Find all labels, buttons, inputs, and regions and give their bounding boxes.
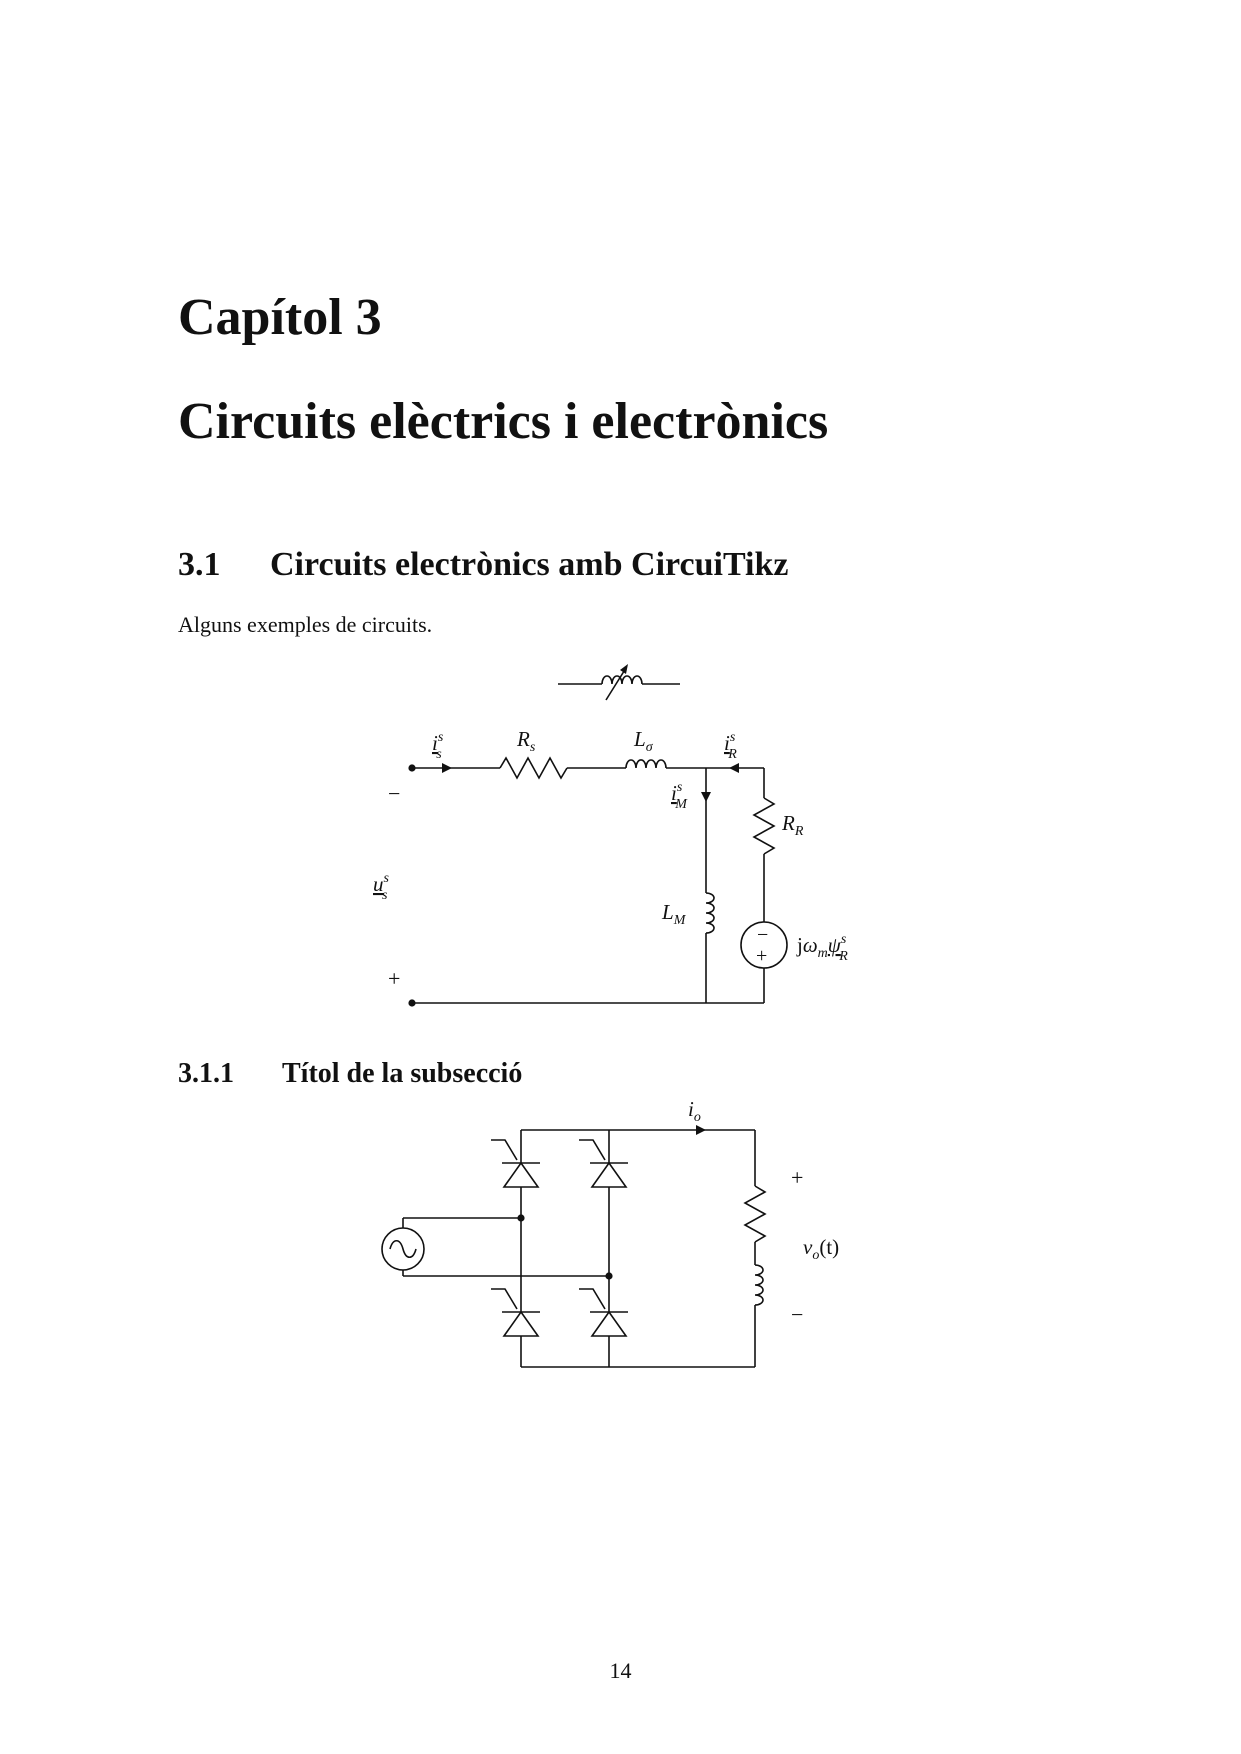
- intro-paragraph: Alguns exemples de circuits.: [178, 612, 433, 637]
- thyristor-bottom-left: [491, 1288, 540, 1337]
- label-lm: LM: [661, 900, 687, 928]
- label-plus-left: +: [388, 966, 400, 991]
- subsection-title: Títol de la subsecció: [282, 1058, 523, 1089]
- thyristor-top-right: [579, 1139, 628, 1188]
- thyristor-bottom-right: [579, 1288, 628, 1337]
- section-title: Circuits electrònics amb CircuiTikz: [270, 546, 789, 583]
- node-left: [517, 1214, 525, 1222]
- section-number: 3.1: [178, 546, 221, 583]
- label-rr: RR: [781, 811, 804, 839]
- label-minus-left: −: [388, 781, 400, 806]
- variable-inductor-symbol: [558, 664, 680, 701]
- label-minus-out: −: [791, 1302, 803, 1327]
- current-arrow-ir: [729, 763, 739, 773]
- resistor-rr: [752, 797, 776, 855]
- subsection-heading: 3.1.1 Títol de la subsecció: [178, 1060, 522, 1088]
- label-plus-out: +: [791, 1165, 803, 1190]
- current-arrow-io: [696, 1125, 706, 1135]
- node-right: [605, 1272, 613, 1280]
- page-number: 14: [609, 1658, 632, 1683]
- label-rs: Rs: [516, 727, 536, 755]
- load-resistor: [743, 1185, 767, 1243]
- label-source-minus: −: [757, 924, 768, 946]
- circuit-thyristor-bridge: [381, 1125, 767, 1368]
- current-arrow-im: [701, 792, 711, 802]
- chapter-label: Capítol 3: [178, 289, 382, 346]
- label-lsigma: Lσ: [633, 727, 654, 755]
- label-source-plus: +: [756, 945, 767, 967]
- sine-symbol: [389, 1239, 417, 1259]
- section-heading: 3.1 Circuits electrònics amb CircuiTikz: [178, 548, 788, 582]
- current-arrow-is: [442, 763, 452, 773]
- subsection-number: 3.1.1: [178, 1058, 234, 1089]
- circuit-induction-machine: [408, 756, 788, 1007]
- chapter-title: Circuits elèctrics i electrònics: [178, 393, 829, 450]
- label-vo: vo(t): [803, 1235, 839, 1263]
- terminal-top: [408, 764, 416, 772]
- inductor-lsigma: [625, 759, 667, 769]
- resistor-rs: [499, 756, 568, 780]
- load-inductor: [754, 1264, 764, 1306]
- label-io: io: [688, 1097, 701, 1125]
- inductor-lm: [705, 892, 715, 934]
- thyristor-top-left: [491, 1139, 540, 1188]
